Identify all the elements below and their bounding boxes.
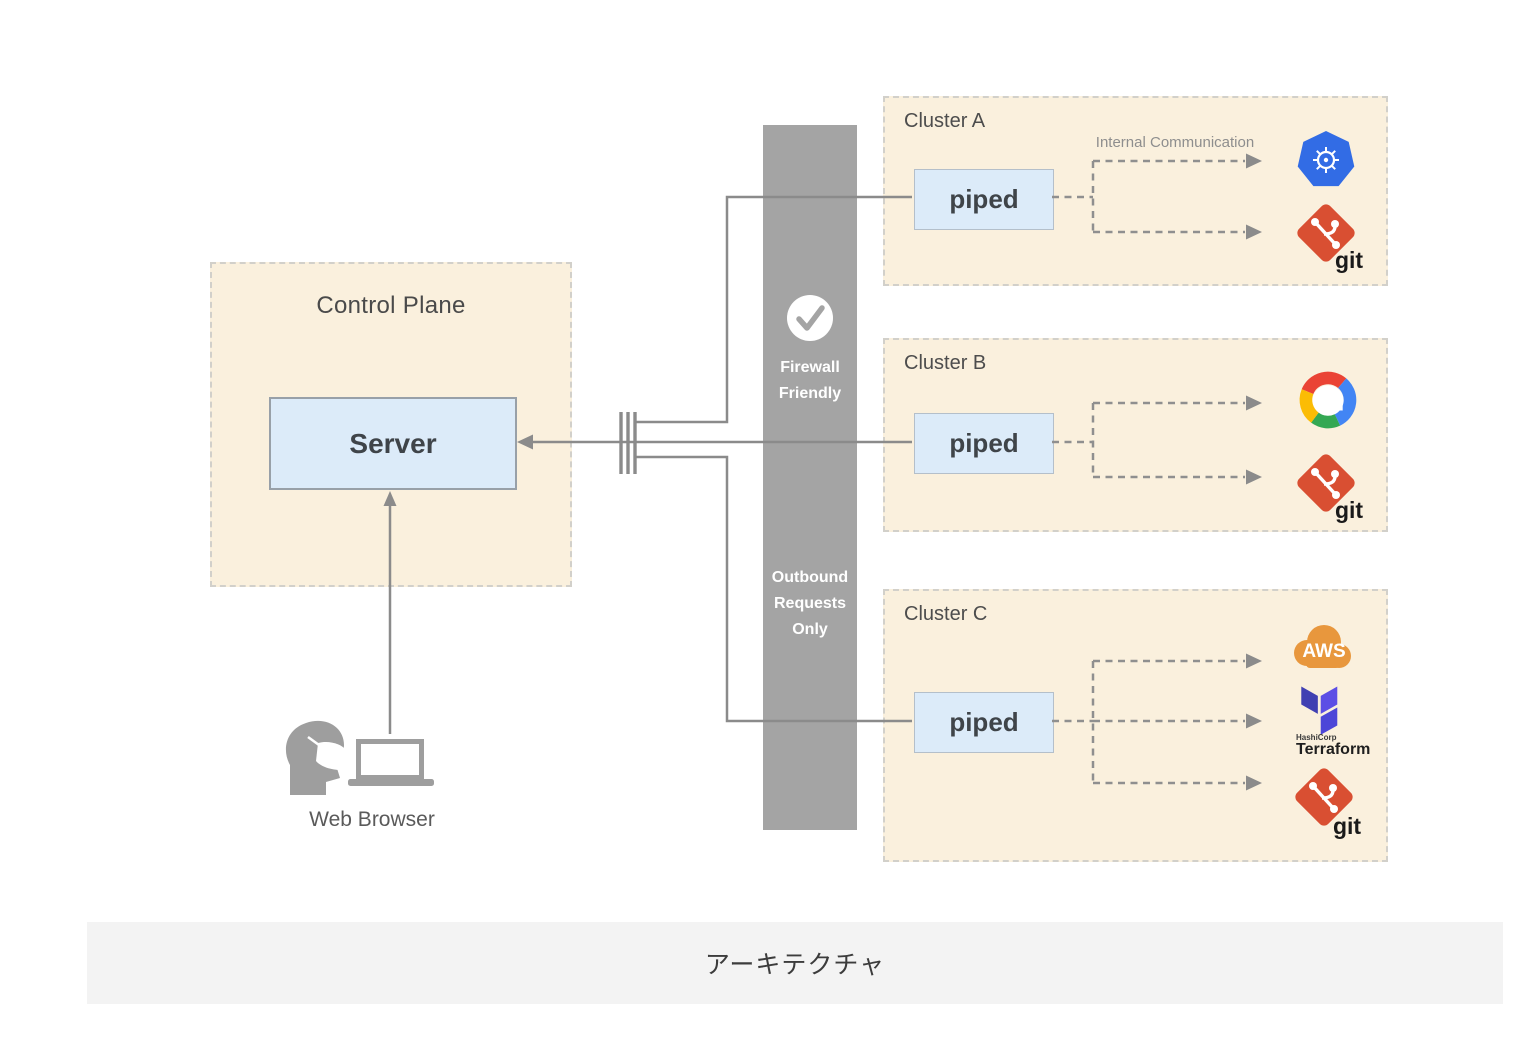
checkmark-icon	[787, 295, 833, 341]
caption-bar: アーキテクチャ	[87, 922, 1503, 1004]
cluster-a-label: Cluster A	[904, 110, 986, 132]
caption-text: アーキテクチャ	[704, 951, 886, 979]
piped-label: piped	[949, 707, 1019, 737]
control-plane-title: Control Plane	[316, 292, 466, 319]
piped-label: piped	[949, 184, 1019, 214]
person-with-mask-icon	[285, 720, 345, 795]
cluster-b-label: Cluster B	[904, 352, 987, 374]
laptop-icon	[348, 739, 434, 786]
cluster-c-box: Cluster C piped	[883, 589, 1388, 862]
outbound-requests-label: Outbound Requests Only	[771, 569, 849, 638]
control-plane-box: Control Plane Server	[210, 262, 572, 587]
web-browser-label: Web Browser	[309, 808, 435, 831]
cluster-c-label: Cluster C	[904, 603, 988, 625]
firewall-friendly-label: Firewall Friendly	[778, 359, 842, 402]
piped-box-cluster-c: piped	[914, 692, 1054, 753]
piped-box-cluster-a: piped	[914, 169, 1054, 230]
piped-label: piped	[949, 428, 1019, 458]
merge-hatch-icon	[619, 412, 637, 474]
server-box: Server	[269, 397, 517, 490]
firewall-bar: Firewall Friendly Outbound Requests Only	[763, 125, 857, 830]
piped-box-cluster-b: piped	[914, 413, 1054, 474]
cluster-a-box: Cluster A piped	[883, 96, 1388, 286]
cluster-b-box: Cluster B piped	[883, 338, 1388, 532]
server-label: Server	[349, 427, 437, 459]
